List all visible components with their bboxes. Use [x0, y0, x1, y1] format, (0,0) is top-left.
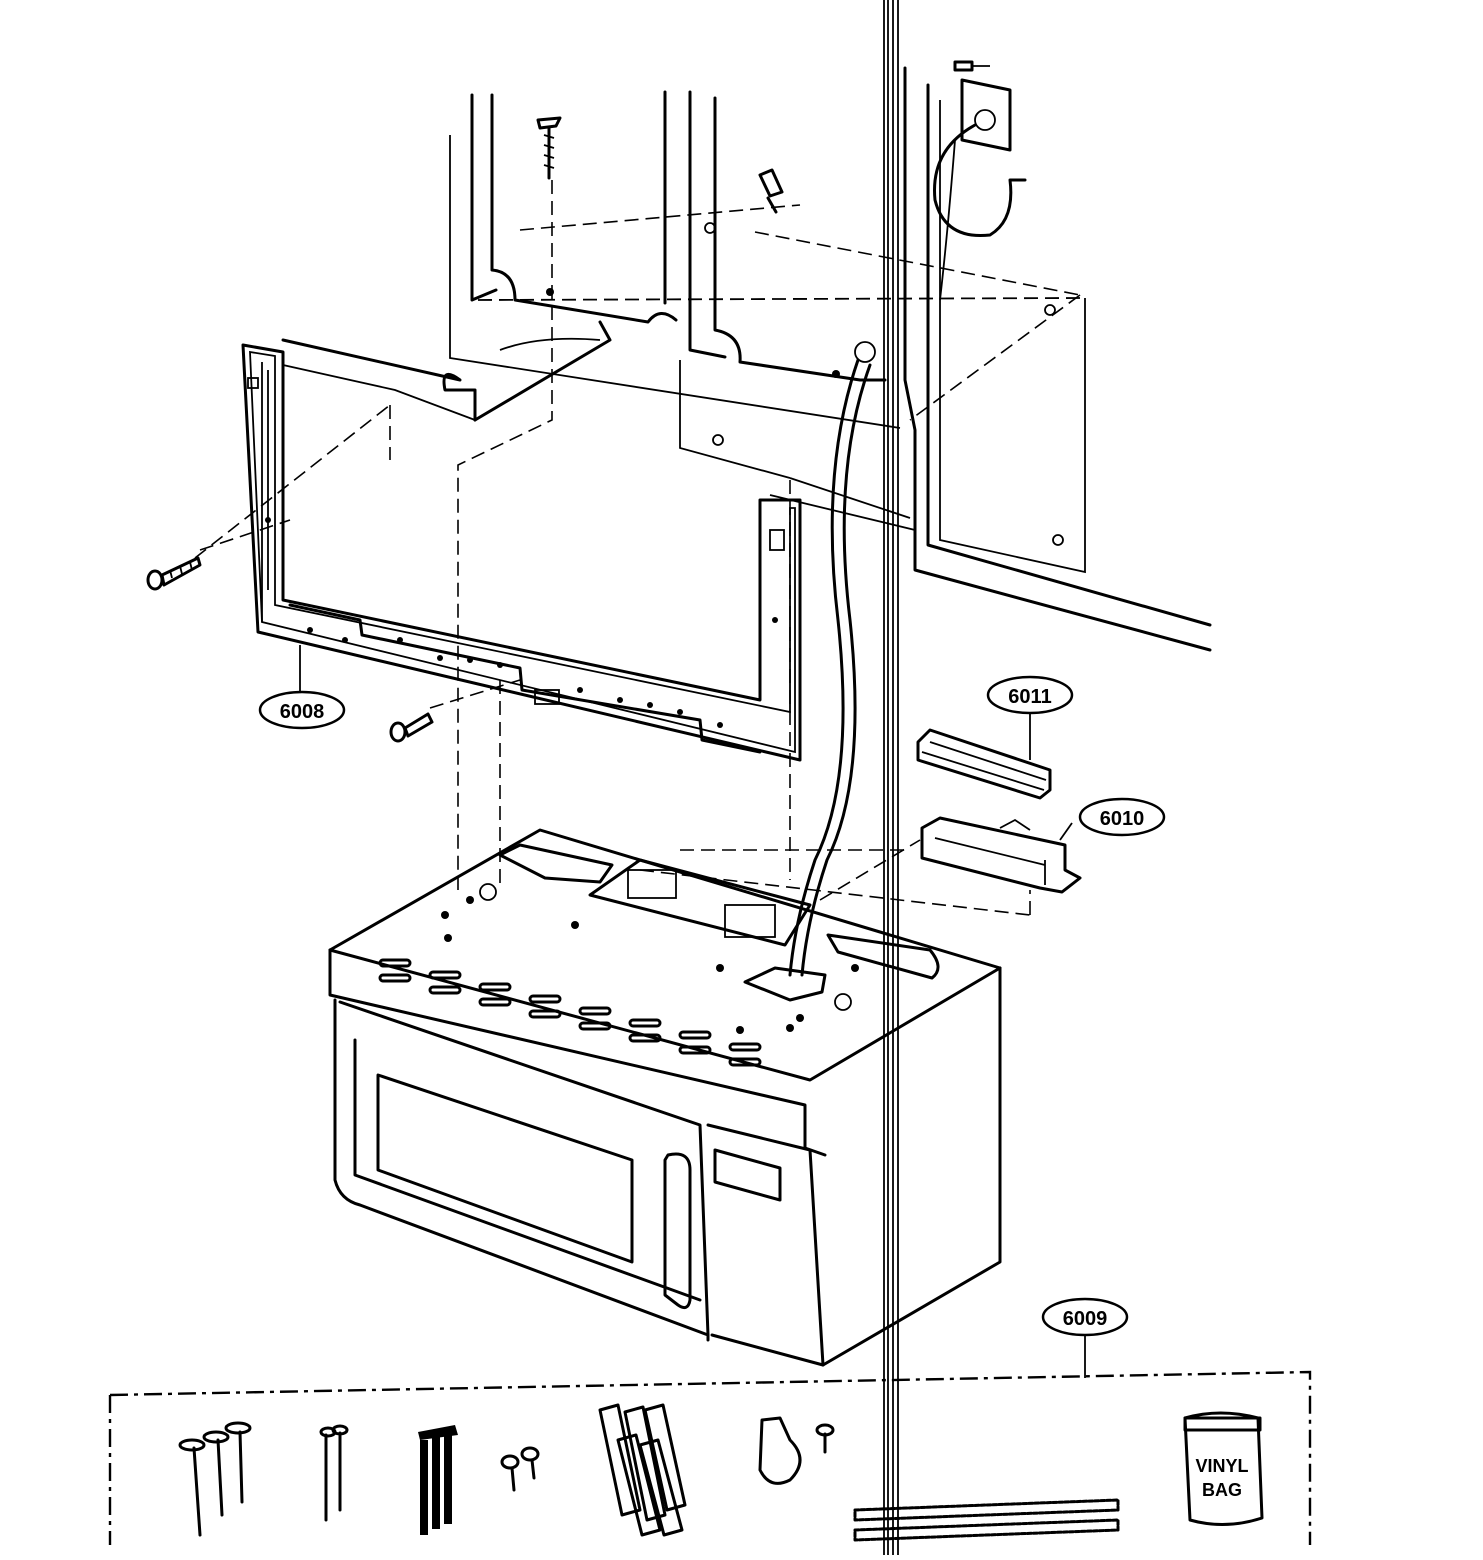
vinyl-bag-label-line2: BAG [1202, 1480, 1242, 1500]
callout-6009: 6009 [1041, 1297, 1129, 1337]
callout-6009-label: 6009 [1063, 1308, 1108, 1330]
callout-6011-label: 6011 [1008, 686, 1051, 708]
top-holes [441, 883, 859, 1034]
cord-clamp-icon [758, 1416, 835, 1485]
callout-6010-label: 6010 [1100, 808, 1145, 830]
filler-strips-icon [853, 1498, 1120, 1542]
alignment-lines [194, 180, 1081, 916]
small-screws-icon [500, 1446, 540, 1492]
vent-slots [378, 958, 762, 1067]
callout-6008: 6008 [258, 690, 346, 730]
callout-6008-label: 6008 [280, 701, 325, 723]
lower-screw-icon [389, 712, 434, 743]
wall-outlet-icon [933, 60, 1027, 301]
microwave-unit [328, 828, 1002, 1367]
callout-6011: 6011 [986, 675, 1074, 715]
plate-holes [265, 517, 778, 728]
toggle-wings-icon [598, 1403, 687, 1537]
vinyl-bag-label-line1: VINYL [1195, 1456, 1248, 1476]
installation-kit: VINYL BAG [108, 1333, 1312, 1545]
duct-cover-part [916, 728, 1052, 800]
mounting-plate [241, 343, 802, 762]
callout-6010: 6010 [1078, 797, 1166, 837]
top-screw-icon [536, 116, 562, 180]
leader-lines [299, 645, 1073, 841]
duct-connector-part [920, 816, 1082, 894]
toggle-bolt-icon [758, 168, 784, 214]
toggle-bolts-icon [418, 1425, 458, 1535]
vertical-reference-lines [883, 0, 899, 1555]
left-screw-icon [146, 556, 202, 591]
wall-cabinet [281, 66, 1212, 652]
wood-screws-icon [178, 1421, 252, 1537]
power-cord [788, 358, 872, 977]
long-screws-icon [319, 1424, 349, 1522]
vinyl-bag-icon: VINYL BAG [1183, 1411, 1264, 1527]
